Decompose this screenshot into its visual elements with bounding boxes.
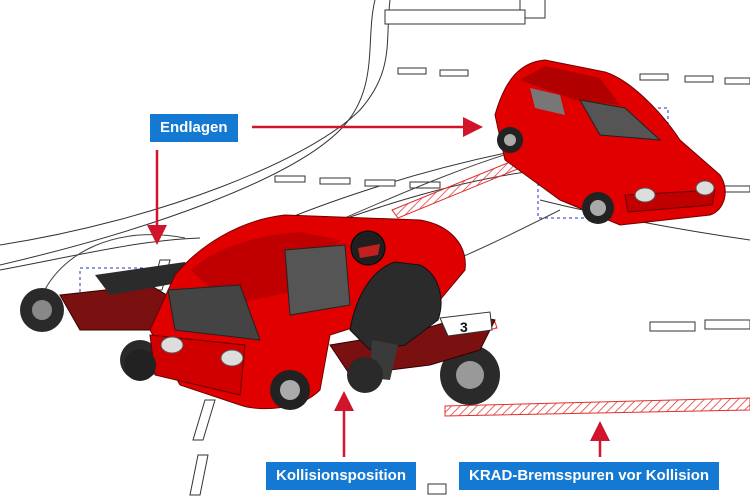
annotation-arrows: [147, 117, 610, 457]
car-end-position: [494, 59, 726, 226]
lane-markings: [151, 67, 750, 496]
motorcycle-collision-position: 3: [329, 230, 500, 405]
label-skid-marks: KRAD-Bremsspuren vor Kollision: [459, 462, 720, 490]
car-collision-position: [124, 214, 466, 410]
motorcycle-number: 3: [460, 319, 468, 335]
label-collision-position: Kollisionsposition: [266, 462, 416, 490]
label-end-positions: Endlagen: [150, 114, 238, 142]
